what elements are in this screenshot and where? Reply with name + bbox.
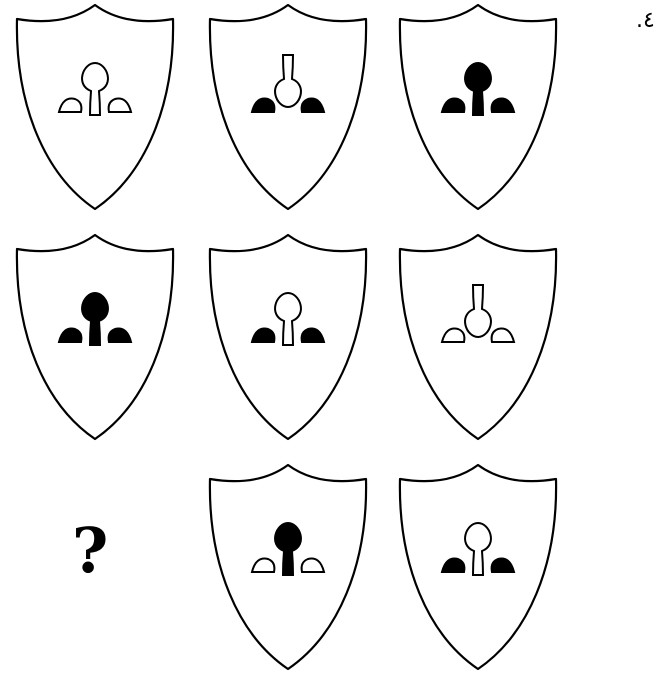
grid-cell-r0-c2 [400,5,556,209]
grid-cell-r2-c2 [400,465,556,669]
missing-cell-question-mark: ? [72,520,108,582]
grid-cell-r1-c2 [400,235,556,439]
grid-cell-r2-c1 [210,465,366,669]
grid-cell-r1-c0 [17,235,173,439]
grid-cell-r1-c1 [210,235,366,439]
grid-cell-r0-c1 [210,5,366,209]
grid-cell-r0-c0 [17,5,173,209]
problem-number: .٤ [636,8,655,33]
